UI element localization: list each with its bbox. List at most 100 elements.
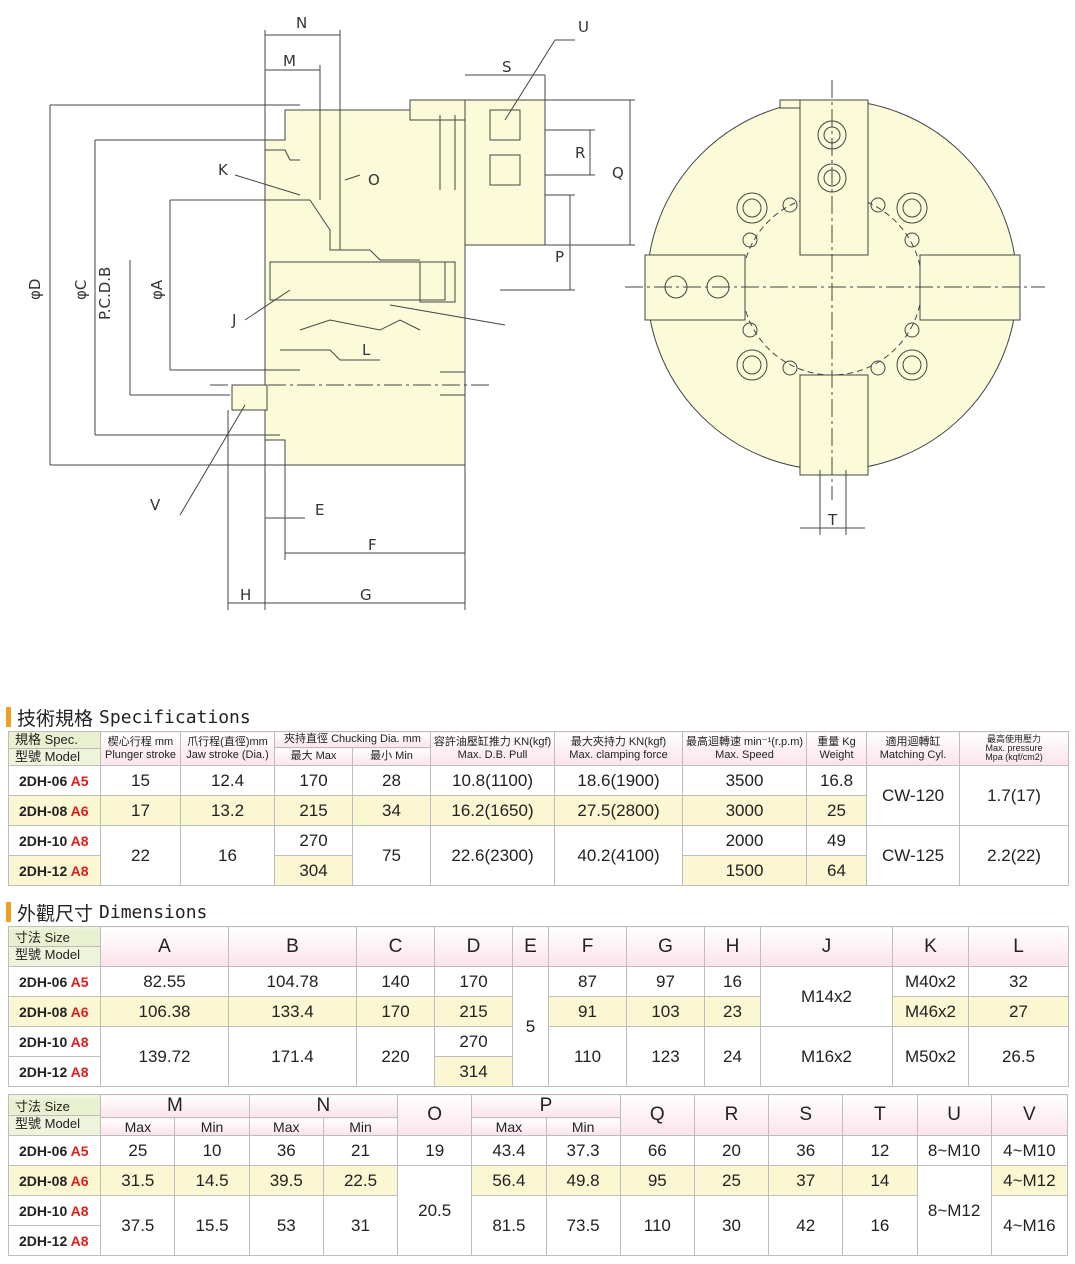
col-U: U [916, 1094, 992, 1136]
sub-M-min: Min [174, 1117, 250, 1136]
dim-table-2: 寸法 Size 型號 Model M N O P Q R S T U V Max… [7, 1094, 1069, 1256]
col-J: J [760, 926, 893, 967]
label-T: T [827, 511, 838, 529]
model-cell: 2DH-12 A8 [7, 1225, 102, 1256]
dim-row: 2DH-08 A6 31.5 14.5 39.5 22.5 20.5 56.4 … [7, 1165, 1069, 1256]
label-S: S [502, 58, 512, 76]
label-H: H [240, 586, 251, 604]
col-A: A [100, 926, 229, 967]
label-E: E [315, 501, 324, 519]
top-jaw-block [464, 99, 546, 246]
col-L: L [968, 926, 1069, 967]
model-cell: 2DH-12 A8 [8, 855, 101, 886]
label-U: U [578, 18, 589, 36]
dim-table-1: 寸法 Size 型號 Model A B C D E F G H J K L 2… [8, 926, 1069, 1087]
col-C: C [356, 926, 435, 967]
model-cell: 2DH-06 A5 [7, 1135, 102, 1166]
hdr-chucking: 夾持直徑 Chucking Dia. mm [273, 731, 432, 748]
label-phi-D: φD [26, 279, 44, 300]
col-H: H [704, 926, 761, 967]
col-R: R [693, 1094, 770, 1136]
label-O: O [368, 171, 380, 189]
label-PCD-B: P.C.D.B [96, 267, 114, 320]
label-P: P [555, 248, 564, 266]
col-Q: Q [619, 1094, 695, 1136]
dim-U-bcd: 8~M12 [916, 1165, 992, 1256]
label-phi-A: φA [148, 279, 166, 300]
spec-row: 2DH-06 A5 15 12.4 170 28 10.8(1100) 18.6… [8, 765, 1070, 826]
label-N: N [296, 14, 307, 32]
spec-corner: 規格 Spec. 型號 Model [8, 731, 101, 766]
drawing-labels: N M S U R Q K O J L P P.C.D.B φA φC φD V… [26, 14, 838, 604]
col-K: K [892, 926, 969, 967]
dim-row: 2DH-06 A5 82.55 104.78 140 170 5 87 97 1… [8, 966, 1069, 1087]
hdr-pull: 容許油壓缸推力 KN(kgf)Max. D.B. Pull [430, 731, 556, 766]
label-Q: Q [612, 164, 624, 182]
press-b: 2.2(22) [959, 825, 1070, 886]
spec-section-title: 技術規格 Specifications [6, 706, 251, 730]
col-P: P [471, 1094, 621, 1118]
chuck-drawing-svg: N M S U R Q K O J L P P.C.D.B φA φC φD V… [26, 14, 1045, 610]
spec-row: 2DH-10 A8 22 16 270 75 22.6(2300) 40.2(4… [8, 825, 1070, 886]
dim-row: 2DH-10 A8 37.5 15.5 53 31 81.5 73.5 110 … [7, 1195, 1069, 1256]
label-V: V [150, 496, 161, 514]
dim-J-ab: M14x2 [760, 966, 893, 1027]
col-E: E [512, 926, 549, 967]
model-cell: 2DH-10 A8 [7, 1195, 102, 1226]
col-S: S [768, 1094, 844, 1136]
press-a: 1.7(17) [959, 765, 1070, 826]
technical-drawing: N M S U R Q K O J L P P.C.D.B φA φC φD V… [26, 14, 1045, 610]
model-cell: 2DH-08 A6 [7, 1165, 102, 1196]
model-cell: 2DH-08 A6 [8, 795, 101, 826]
label-L: L [362, 341, 371, 359]
dim-title-en: Dimensions [99, 901, 208, 923]
spec-row: 2DH-08 A6 17 13.2 215 34 16.2(1650) 27.5… [8, 795, 1069, 826]
section-marker [6, 902, 11, 922]
label-M: M [283, 52, 296, 70]
dim-row: 2DH-06 A5 25 10 36 21 19 43.4 37.3 66 20… [7, 1135, 1069, 1166]
label-J: J [231, 311, 236, 329]
dim-section-title: 外觀尺寸 Dimensions [6, 901, 208, 925]
col-O: O [397, 1094, 473, 1136]
col-T: T [842, 1094, 918, 1136]
dim-O-cd: 20.5 [397, 1165, 473, 1256]
cyl-a: CW-120 [866, 765, 961, 826]
col-D: D [434, 926, 513, 967]
dim-title-cn: 外觀尺寸 [17, 902, 94, 925]
label-K: K [218, 161, 229, 179]
model-cell: 2DH-08 A6 [8, 996, 101, 1027]
model-cell: 2DH-10 A8 [8, 1026, 101, 1057]
model-cell: 2DH-10 A8 [8, 825, 101, 856]
col-F: F [548, 926, 627, 967]
cyl-b: CW-125 [866, 825, 961, 886]
hdr-chuck-min: 最小 Min [351, 747, 432, 766]
section-marker [6, 707, 11, 727]
dim-row: 2DH-08 A6 106.38 133.4 170 215 91 103 23… [8, 996, 1069, 1027]
label-phi-C: φC [72, 280, 90, 300]
spec-title-cn: 技術規格 [17, 707, 94, 730]
hdr-chuck-max: 最大 Max [274, 747, 353, 766]
sub-N-max: Max [248, 1117, 324, 1136]
hdr-speed: 最高迴轉速 min⁻¹(r.p.m)Max. Speed [682, 731, 808, 766]
col-G: G [626, 926, 705, 967]
label-G: G [360, 586, 372, 604]
dim-corner: 寸法 Size 型號 Model [7, 1094, 102, 1136]
label-F: F [368, 536, 377, 554]
model-cell: 2DH-12 A8 [8, 1056, 101, 1087]
sub-N-min: Min [322, 1117, 399, 1136]
col-V: V [990, 1094, 1069, 1136]
label-R: R [575, 144, 585, 162]
model-cell: 2DH-06 A5 [8, 765, 101, 796]
spec-title-en: Specifications [99, 706, 251, 728]
col-M: M [100, 1094, 250, 1118]
model-cell: 2DH-06 A5 [8, 966, 101, 997]
hdr-clamp: 最大夾持力 KN(kgf)Max. clamping force [554, 731, 684, 766]
dim-corner: 寸法 Size 型號 Model [8, 926, 101, 967]
sub-M-max: Max [100, 1117, 176, 1136]
